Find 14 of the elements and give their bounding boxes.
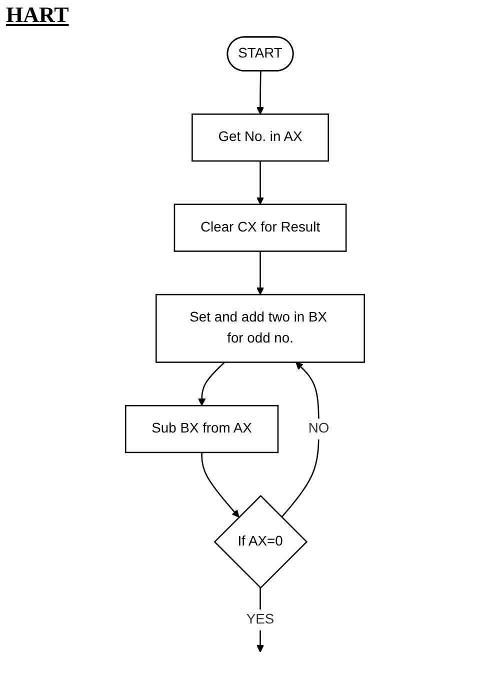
arrow: [201, 452, 240, 518]
node-diamond: If AX=0: [214, 494, 308, 589]
arrow: [256, 71, 264, 114]
arrow: [198, 362, 226, 406]
arrow: [256, 251, 264, 295]
heading: HART: [6, 2, 69, 28]
node-box: Set and add two in BX for odd no.: [156, 294, 366, 363]
arrow: [256, 161, 264, 205]
node-box: Get No. in AX: [192, 114, 329, 162]
node-box: Sub BX from AX: [124, 404, 279, 454]
edge-label: YES: [246, 612, 274, 627]
arrow: [281, 362, 320, 518]
node-box: Clear CX for Result: [174, 204, 347, 252]
edge-label: NO: [308, 421, 330, 436]
